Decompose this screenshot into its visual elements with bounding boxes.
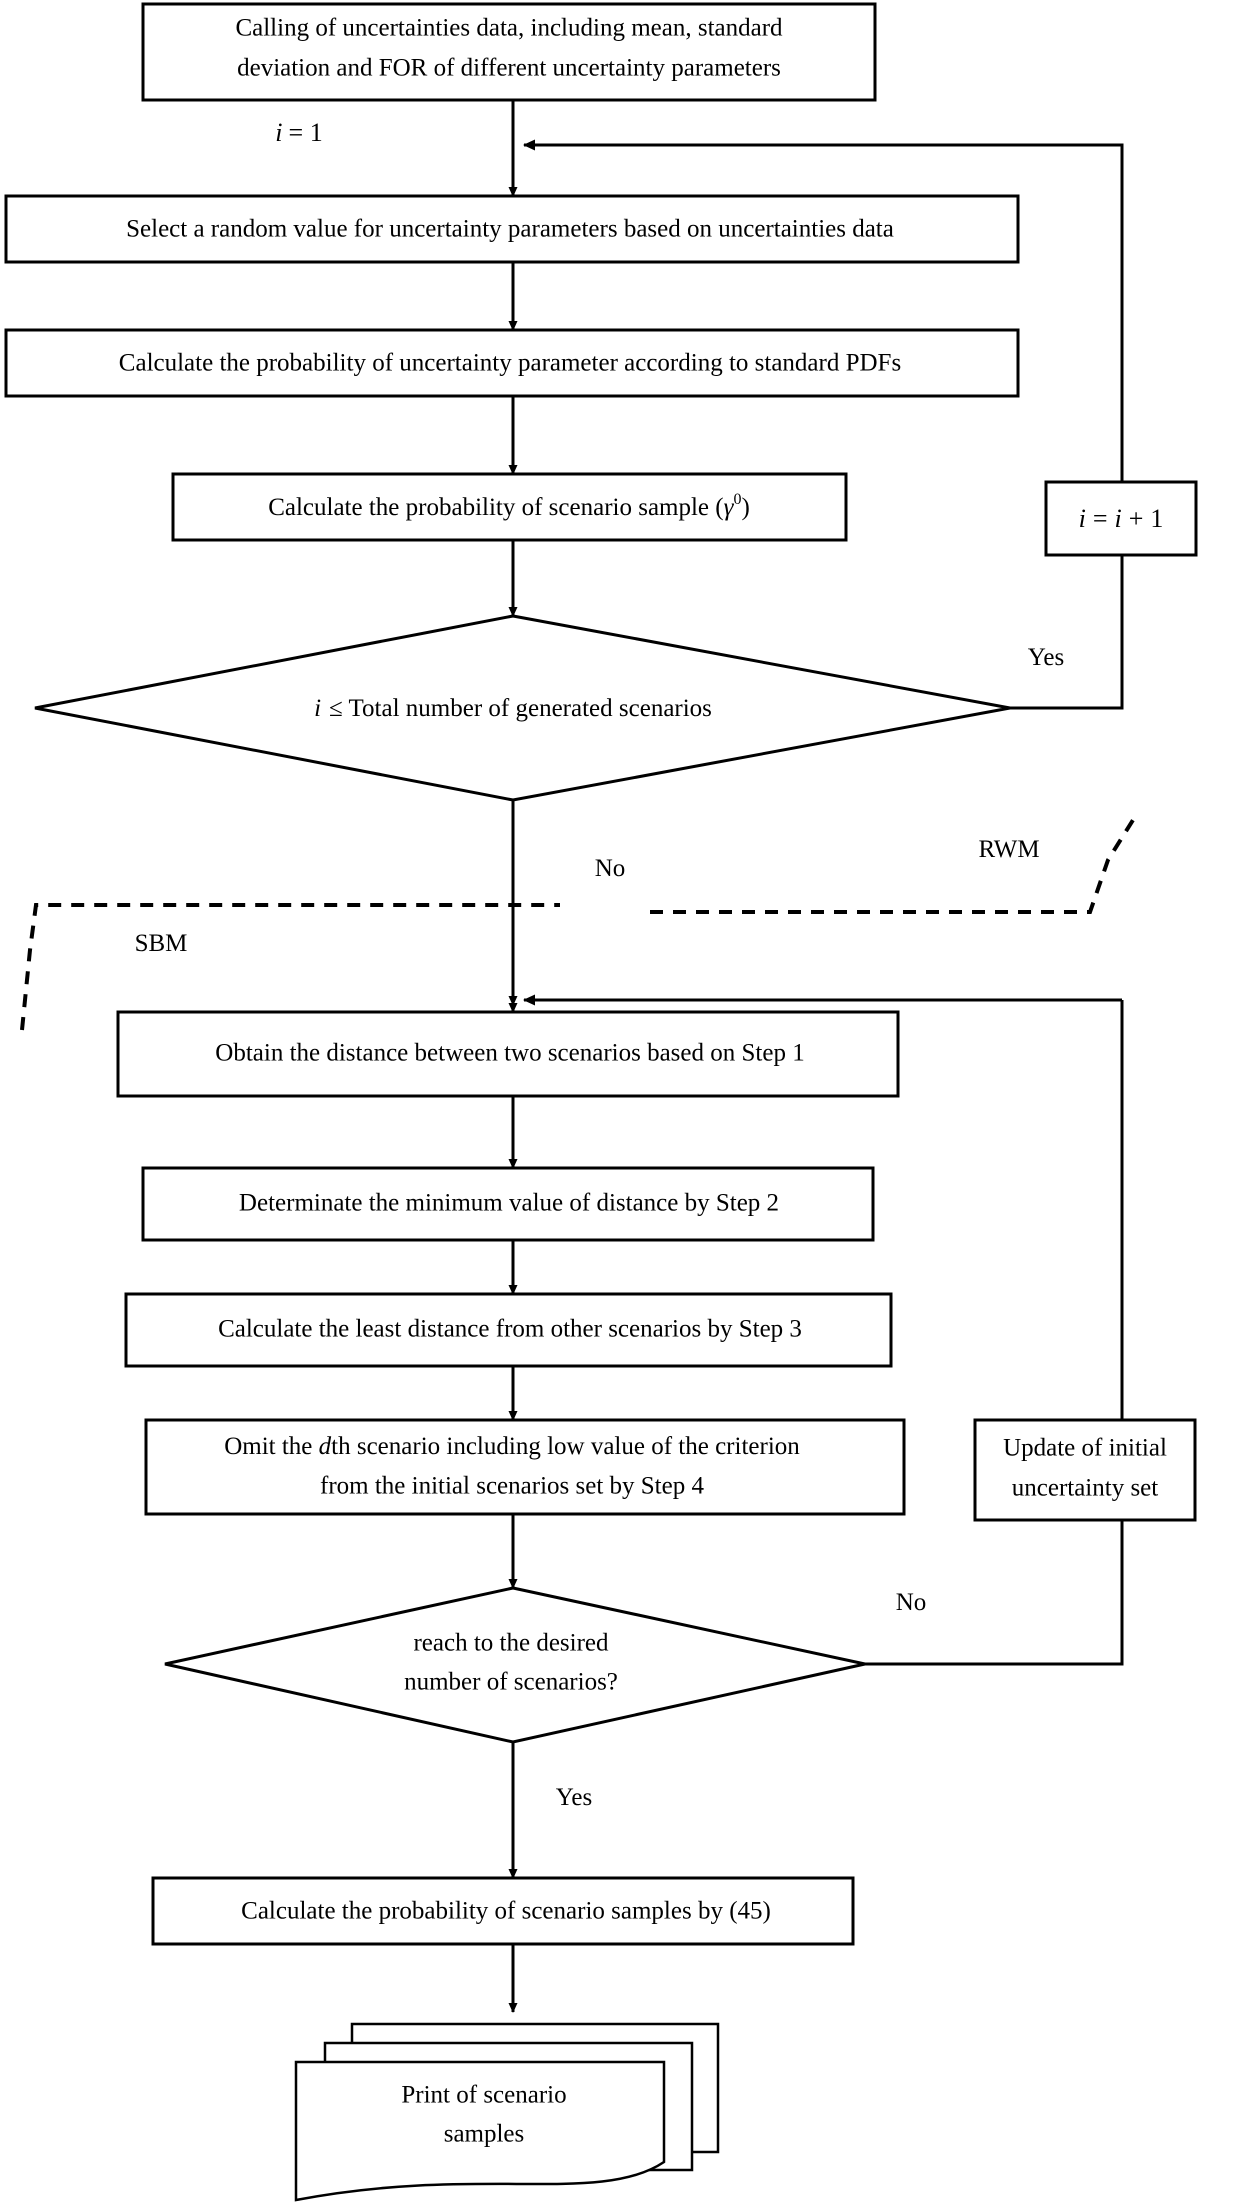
node-calc-prob-45[interactable] (151, 1876, 855, 1946)
node-decision-scenarios[interactable] (34, 614, 1011, 802)
determinate-min-text: Determinate the minimum value of distanc… (239, 1190, 779, 1217)
decision-scenarios-text: i≤ Total number of generated scenarios (314, 695, 712, 722)
node-start-box[interactable] (141, 2, 877, 102)
select-random-text: Select a random value for uncertainty pa… (126, 216, 894, 243)
calc-prob-sample-text: Calculate the probability of scenario sa… (268, 491, 750, 521)
start-box-line1: Calling of uncertainties data, including… (235, 15, 783, 42)
print-samples-line1: Print of scenario (401, 2082, 566, 2109)
node-calc-prob-param[interactable] (4, 328, 1020, 398)
node-print-sheet-front[interactable] (294, 2060, 666, 2202)
edge-label-no-top: No (595, 855, 626, 882)
node-update-uncertainty[interactable] (973, 1418, 1197, 1522)
calc-prob-45-text: Calculate the probability of scenario sa… (241, 1898, 771, 1925)
divider-sbm-dashed (20, 903, 560, 1031)
node-increment[interactable] (1044, 480, 1198, 557)
calc-least-distance-text: Calculate the least distance from other … (218, 1316, 802, 1343)
print-samples-line2: samples (444, 2121, 525, 2148)
edge-label-yes-top: Yes (1028, 644, 1064, 671)
omit-scenario-line1: Omit the dth scenario including low valu… (224, 1433, 800, 1460)
update-uncertainty-line2: uncertainty set (1012, 1475, 1159, 1502)
region-label-rwm: RWM (978, 836, 1039, 863)
decision-desired-line1: reach to the desired (413, 1630, 609, 1657)
decision-desired-line2: number of scenarios? (404, 1669, 618, 1696)
edge-label-init-i: i= 1 (275, 118, 322, 147)
edge-label-yes-bottom: Yes (556, 1784, 592, 1811)
node-omit-scenario[interactable] (144, 1418, 906, 1516)
node-calc-least-distance[interactable] (124, 1292, 893, 1368)
edge-increment-to-init (523, 139, 1124, 482)
node-decision-desired[interactable] (164, 1586, 866, 1744)
start-box-line2: deviation and FOR of different uncertain… (237, 55, 781, 82)
increment-text: i=i+1 (1079, 504, 1164, 533)
update-uncertainty-line1: Update of initial (1003, 1435, 1167, 1462)
region-label-sbm: SBM (135, 930, 188, 957)
omit-scenario-line2: from the initial scenarios set by Step 4 (320, 1473, 704, 1500)
node-obtain-distance[interactable] (116, 1010, 900, 1098)
node-determinate-min[interactable] (141, 1166, 875, 1242)
node-select-random[interactable] (4, 194, 1020, 264)
calc-prob-param-text: Calculate the probability of uncertainty… (119, 350, 901, 377)
obtain-distance-text: Obtain the distance between two scenario… (215, 1040, 804, 1067)
edge-decision2-no-to-update (865, 1520, 1124, 1666)
edge-label-no-bottom: No (896, 1589, 927, 1616)
edge-decision-yes-to-increment (1010, 555, 1124, 710)
divider-rwm-dashed (650, 810, 1140, 914)
node-calc-prob-sample[interactable] (171, 472, 848, 542)
